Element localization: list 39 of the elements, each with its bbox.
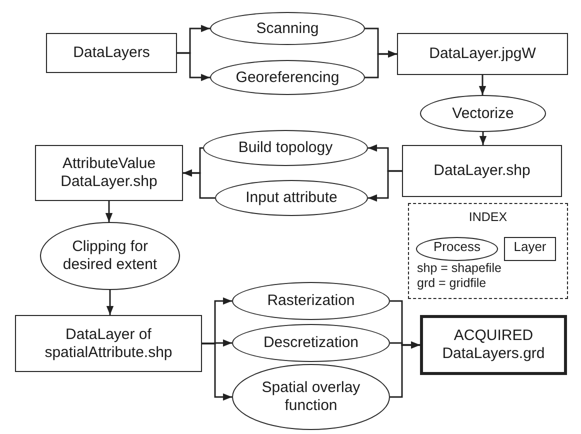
node-label: Descretization <box>263 334 359 352</box>
node-label: Vectorize <box>452 104 514 122</box>
layer-box <box>35 145 183 201</box>
node-label: Layer <box>514 239 546 255</box>
index-title: INDEX <box>468 210 508 225</box>
node-label: DataLayer.jpgW <box>429 45 536 63</box>
arrow <box>365 50 397 78</box>
node-label: ACQUIRED DataLayers.grd <box>441 327 546 363</box>
node-label: DataLayer.shp <box>434 162 530 180</box>
arrow <box>202 342 232 401</box>
node-label: Process <box>434 239 480 255</box>
index-panel <box>408 203 568 299</box>
node-label: DataLayer of spatialAttribute.shp <box>44 326 174 362</box>
layer-box <box>46 33 177 73</box>
node-label: Rasterization <box>267 292 355 310</box>
arrow <box>183 169 215 199</box>
arrow <box>177 52 210 82</box>
process-ellipse <box>203 130 368 166</box>
arrow <box>479 132 487 145</box>
node-label: Clipping for desired extent <box>62 238 158 274</box>
layer-box <box>402 145 562 197</box>
node-label: Build topology <box>238 139 333 157</box>
node-label: DataLayers <box>73 44 150 62</box>
arrow <box>478 75 486 95</box>
arrow <box>390 341 420 398</box>
abbreviation-note: shp = shapefile <box>417 261 502 276</box>
layer-box <box>420 315 567 375</box>
arrow <box>105 201 113 222</box>
abbreviation-note: grd = gridfile <box>417 276 486 291</box>
node-label: Georeferencing <box>236 68 340 86</box>
node-label: Scanning <box>256 20 319 38</box>
layer-box <box>15 315 202 372</box>
node-label: Spatial overlay function <box>260 379 362 415</box>
layer-box <box>504 237 556 261</box>
arrow <box>106 290 114 315</box>
layer-box <box>397 33 568 75</box>
node-label: AttributeValue DataLayer.shp <box>60 155 158 191</box>
node-label: Input attribute <box>246 189 338 207</box>
arrow <box>368 170 402 202</box>
